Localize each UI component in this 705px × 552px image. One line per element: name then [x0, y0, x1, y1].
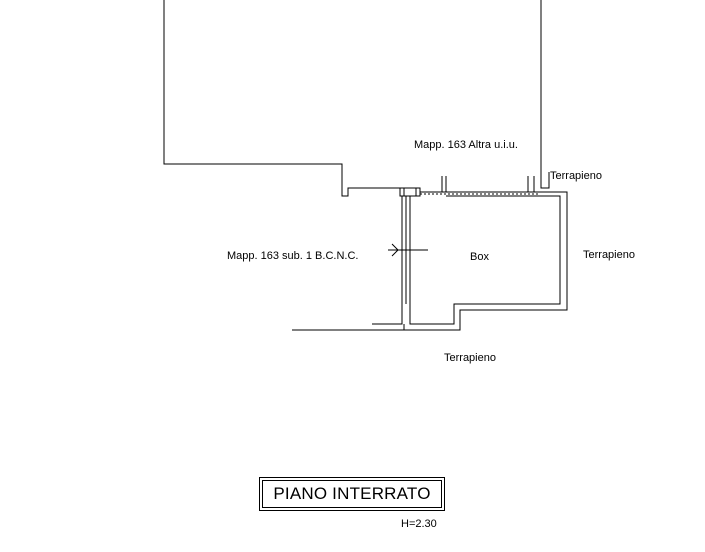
terrapieno-bottom-label: Terrapieno	[444, 352, 496, 364]
terrapieno-right-label: Terrapieno	[583, 249, 635, 261]
partition-wall-lower	[372, 304, 403, 325]
terrapieno-top-label: Terrapieno	[550, 170, 602, 182]
upper-building-right-wall	[540, 0, 550, 189]
section-marker	[388, 243, 428, 257]
floor-title-box: PIANO INTERRATO	[259, 477, 445, 511]
adjacent-unit-wall-left	[441, 176, 447, 193]
upper-building-outline	[163, 0, 402, 197]
height-note: H=2.30	[401, 518, 437, 530]
door-frame	[399, 187, 421, 197]
box-label: Box	[470, 251, 489, 263]
floor-title: PIANO INTERRATO	[273, 484, 431, 503]
common-area-label: Mapp. 163 sub. 1 B.C.N.C.	[227, 250, 359, 262]
adjacent-unit-wall-right	[527, 176, 535, 193]
box-inner-wall	[409, 195, 561, 325]
adjacent-unit-label: Mapp. 163 Altra u.i.u.	[414, 139, 518, 151]
